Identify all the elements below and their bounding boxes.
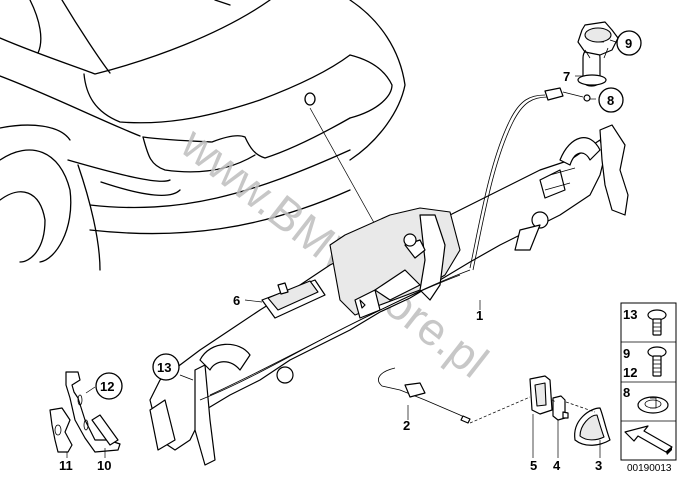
callout-8[interactable]: 8 bbox=[607, 93, 614, 108]
legend-label-13: 13 bbox=[623, 307, 637, 322]
callout-9-circle bbox=[616, 30, 642, 56]
callout-12-circle bbox=[95, 372, 123, 400]
callout-10[interactable]: 10 bbox=[97, 458, 111, 473]
callout-6[interactable]: 6 bbox=[233, 293, 240, 308]
part-6 bbox=[261, 279, 326, 319]
diagram-code: 00190013 bbox=[627, 463, 672, 474]
legend-row-13: 13 bbox=[623, 307, 667, 336]
part-5 bbox=[529, 375, 553, 415]
hardware-legend: 13 9 12 8 00190013 bbox=[620, 302, 677, 474]
part-3 bbox=[565, 401, 611, 446]
legend-label-9: 9 bbox=[623, 346, 630, 361]
part-7-9-fitting bbox=[577, 21, 619, 87]
car-rear-outline bbox=[0, 0, 406, 271]
callout-3[interactable]: 3 bbox=[595, 458, 602, 473]
callout-1[interactable]: 1 bbox=[476, 308, 483, 323]
callout-8-circle bbox=[598, 87, 624, 113]
legend-label-12: 12 bbox=[623, 365, 637, 380]
callout-13[interactable]: 13 bbox=[157, 360, 171, 375]
legend-row-9-12: 9 12 bbox=[623, 346, 667, 380]
callouts: 1 2 3 4 5 6 7 8 9 10 11 12 13 bbox=[59, 30, 642, 473]
part-10-12-bracket bbox=[65, 371, 121, 453]
part-11-bracket bbox=[49, 407, 73, 453]
part-2-cable bbox=[378, 367, 531, 424]
callout-9[interactable]: 9 bbox=[625, 36, 632, 51]
lock-assembly bbox=[149, 87, 629, 466]
part-4 bbox=[551, 395, 569, 421]
legend-label-8: 8 bbox=[623, 385, 630, 400]
leader-lines bbox=[66, 39, 617, 458]
clip-nut-icon bbox=[637, 396, 669, 414]
callout-11[interactable]: 11 bbox=[59, 458, 73, 473]
screw-shank-icon bbox=[652, 355, 662, 377]
callout-12[interactable]: 12 bbox=[100, 379, 114, 394]
callout-2[interactable]: 2 bbox=[403, 418, 410, 433]
legend-row-8: 8 bbox=[623, 385, 669, 414]
callout-4[interactable]: 4 bbox=[553, 458, 561, 473]
callout-7[interactable]: 7 bbox=[563, 69, 570, 84]
callout-13-circle bbox=[152, 353, 180, 381]
callout-5[interactable]: 5 bbox=[530, 458, 537, 473]
legend-row-arrow bbox=[624, 425, 673, 455]
